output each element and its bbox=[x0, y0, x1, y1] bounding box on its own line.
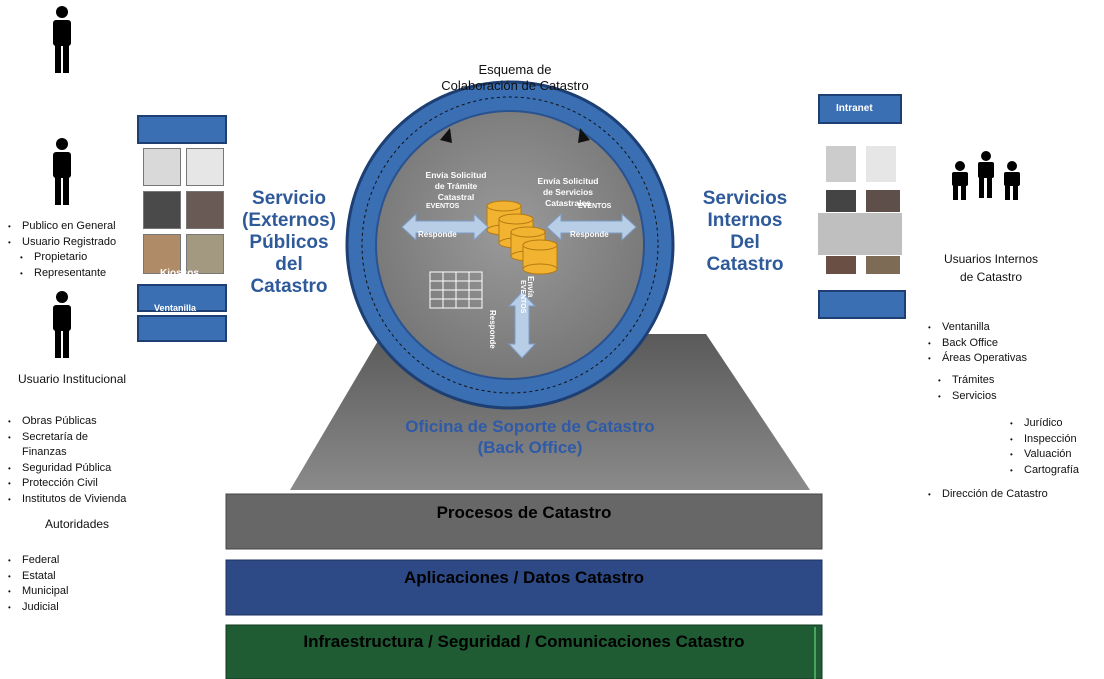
vertical-events-label: EVENTOS bbox=[519, 280, 526, 314]
list-item: Secretaría de Finanzas bbox=[8, 430, 122, 461]
back-office-label: Oficina de Soporte de Catastro (Back Off… bbox=[405, 417, 655, 457]
institutional-title: Usuario Institucional bbox=[18, 372, 127, 386]
list-item: Representante bbox=[20, 266, 106, 282]
list-item: Protección Civil bbox=[8, 476, 158, 492]
authorities-list: Federal Estatal Municipal Judicial bbox=[8, 553, 68, 615]
phone-photo bbox=[143, 148, 181, 186]
list-item: Ventanilla bbox=[928, 320, 1027, 336]
list-item: Municipal bbox=[8, 584, 68, 600]
list-item: Obras Públicas bbox=[8, 414, 158, 430]
device-photo bbox=[143, 191, 181, 229]
aplicaciones-label: Aplicaciones / Datos Catastro bbox=[404, 568, 644, 587]
aplicaciones-band bbox=[225, 559, 823, 616]
list-item: Inspección bbox=[1010, 432, 1079, 448]
authorities-title: Autoridades bbox=[45, 517, 110, 531]
kiosk-photo-1 bbox=[143, 234, 181, 274]
kiosk-photo-2 bbox=[186, 234, 224, 274]
vertical-double-arrow bbox=[507, 291, 537, 359]
list-item: Estatal bbox=[8, 569, 68, 585]
internal-items-list: Ventanilla Back Office Áreas Operativas bbox=[928, 320, 1027, 367]
internal-last-list: Dirección de Catastro bbox=[928, 487, 1048, 503]
list-item: Judicial bbox=[8, 600, 68, 616]
phone-photo bbox=[826, 146, 856, 182]
right-responde-label: Responde bbox=[570, 230, 609, 239]
internal-services-title: Servicios Internos Del Catastro bbox=[702, 188, 788, 275]
list-item: Usuario Registrado bbox=[8, 235, 116, 251]
right-double-arrow bbox=[546, 212, 637, 242]
procesos-band bbox=[225, 493, 823, 550]
person-icon bbox=[53, 138, 71, 205]
pda-photo bbox=[186, 148, 224, 186]
list-item: Publico en General bbox=[8, 219, 116, 235]
left-responde-label: Responde bbox=[418, 230, 457, 239]
left-double-arrow bbox=[401, 212, 489, 242]
web-channel-box[interactable] bbox=[137, 115, 227, 144]
list-item: Federal bbox=[8, 553, 68, 569]
infraestructura-label: Infraestructura / Seguridad / Comunicaci… bbox=[303, 632, 745, 651]
person-icon bbox=[53, 6, 71, 73]
vertical-responde-label: Responde bbox=[488, 310, 497, 349]
kiosk-photo-2 bbox=[866, 256, 900, 274]
ventanilla-box[interactable] bbox=[137, 284, 227, 312]
list-item: Trámites bbox=[938, 373, 997, 389]
users-group-icon bbox=[952, 151, 1020, 200]
external-services-title: Servicio (Externos) Públicos del Catastr… bbox=[242, 188, 336, 297]
list-item: Valuación bbox=[1010, 447, 1079, 463]
left-events-label: EVENTOS bbox=[426, 203, 460, 210]
intranet-box[interactable] bbox=[818, 94, 902, 124]
kiosk-photo-1 bbox=[826, 256, 856, 274]
ventanilla-label: Ventanilla bbox=[154, 303, 197, 313]
list-item: Back Office bbox=[928, 336, 1027, 352]
institutional-list: Obras Públicas Secretaría de Finanzas Se… bbox=[8, 414, 158, 507]
placeholder-gray-box bbox=[818, 213, 902, 255]
list-item: Institutos de Vivienda bbox=[8, 492, 158, 508]
list-item: Propietario bbox=[20, 250, 106, 266]
database-icon bbox=[486, 200, 558, 275]
list-item: Áreas Operativas bbox=[928, 351, 1027, 367]
internal-users-title: Usuarios Internos de Catastro bbox=[943, 252, 1039, 284]
intranet-label: Intranet bbox=[836, 103, 873, 114]
pda-photo bbox=[866, 146, 896, 182]
internal-deep-list: Jurídico Inspección Valuación Cartografí… bbox=[1010, 416, 1079, 478]
kiosk-label: Kioscos bbox=[160, 268, 199, 279]
lower-channel-box[interactable] bbox=[137, 315, 227, 342]
vertical-envia-label: Envía bbox=[526, 276, 535, 298]
hand-photo bbox=[186, 191, 224, 229]
right-events-label: EVENTOS bbox=[578, 203, 612, 210]
public-users-list: Publico en General Usuario Registrado bbox=[8, 219, 116, 250]
ventanilla-box-right[interactable] bbox=[818, 290, 906, 319]
list-item: Dirección de Catastro bbox=[928, 487, 1048, 503]
right-request-label: Envía Solicitud de Servicios Catastrales bbox=[537, 176, 599, 208]
internal-sub-list: Trámites Servicios bbox=[938, 373, 997, 404]
public-sub-list: Propietario Representante bbox=[20, 250, 106, 281]
dashed-orbit bbox=[361, 96, 659, 394]
list-item: Servicios bbox=[938, 389, 997, 405]
list-item: Cartografía bbox=[1010, 463, 1079, 479]
procesos-label: Procesos de Catastro bbox=[436, 503, 612, 522]
person-icon bbox=[53, 291, 71, 358]
grid-icon bbox=[429, 271, 483, 309]
list-item: Jurídico bbox=[1010, 416, 1079, 432]
infra-band bbox=[225, 624, 823, 679]
list-item: Seguridad Pública bbox=[8, 461, 158, 477]
device-photo bbox=[826, 190, 856, 212]
diagram-title: Esquema de Colaboración de Catastro bbox=[441, 62, 589, 93]
left-request-label: Envía Solicitud de Trámite Catastral bbox=[425, 170, 487, 202]
hand-photo bbox=[866, 190, 900, 212]
